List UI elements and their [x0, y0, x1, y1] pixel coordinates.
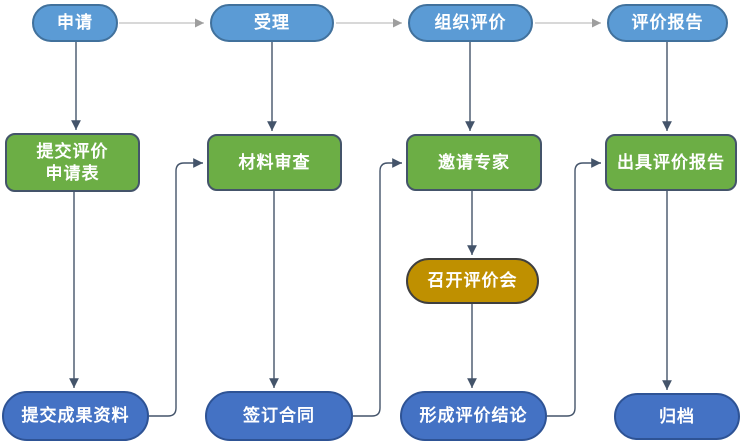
- node-apply: 申请: [32, 4, 118, 42]
- node-accept: 受理: [210, 4, 334, 42]
- connector-submitmaterials-review: [149, 158, 203, 417]
- node-form-conclusion: 形成评价结论: [400, 391, 547, 441]
- connector-contract-invite: [353, 158, 402, 417]
- node-sign-contract: 签订合同: [205, 391, 353, 441]
- node-submit-form: 提交评价 申请表: [5, 133, 140, 192]
- node-hold-meeting: 召开评价会: [406, 258, 539, 304]
- node-archive: 归档: [614, 393, 740, 440]
- node-organize: 组织评价: [408, 4, 533, 42]
- connector-conclusion-issue: [547, 158, 601, 417]
- node-report: 评价报告: [607, 4, 728, 42]
- node-invite-experts: 邀请专家: [406, 134, 542, 191]
- node-material-review: 材料审查: [207, 134, 342, 191]
- node-submit-materials: 提交成果资料: [2, 391, 149, 441]
- node-issue-report: 出具评价报告: [605, 134, 737, 191]
